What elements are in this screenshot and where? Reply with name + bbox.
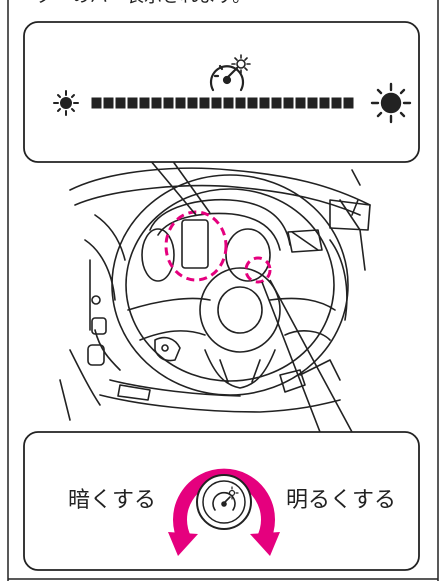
level-segment: [151, 97, 162, 109]
bottom-callout-pointer: [261, 279, 353, 433]
level-segment: [91, 97, 102, 109]
level-segment: [211, 97, 222, 109]
level-segment: [223, 97, 234, 109]
level-segment: [163, 97, 174, 109]
level-segment: [343, 97, 354, 109]
top-callout-box: [23, 21, 420, 163]
level-segment: [307, 97, 318, 109]
sun-small-icon: [53, 90, 79, 116]
level-segment: [199, 97, 210, 109]
highlight-meter-display: [164, 210, 228, 282]
top-callout: [23, 21, 420, 216]
header-caption: ーターのバー表示されます。: [18, 0, 250, 8]
level-segment: [271, 97, 282, 109]
dial-knob: [196, 474, 252, 530]
level-segment: [175, 97, 186, 109]
level-segment: [127, 97, 138, 109]
darker-label: 暗くする: [68, 488, 157, 513]
bottom-callout: [23, 279, 420, 571]
highlight-markers: [164, 210, 272, 284]
dial-meter-brightness-icon: [212, 486, 239, 511]
level-segment: [283, 97, 294, 109]
brighter-label: 明るくする: [286, 488, 397, 513]
level-segment: [259, 97, 270, 109]
level-segment: [187, 97, 198, 109]
level-segment: [331, 97, 342, 109]
level-segment: [103, 97, 114, 109]
meter-brightness-icon: [209, 54, 251, 92]
level-segment: [139, 97, 150, 109]
sun-large-icon: [370, 82, 412, 124]
level-segment: [319, 97, 330, 109]
top-callout-pointer: [149, 159, 211, 216]
level-segment: [235, 97, 246, 109]
steering-wheel-illustration: [59, 167, 371, 421]
level-segment: [295, 97, 306, 109]
brightness-level-bar: [91, 97, 354, 109]
highlight-dial-knob: [244, 256, 272, 284]
level-segment: [247, 97, 258, 109]
level-segment: [115, 97, 126, 109]
